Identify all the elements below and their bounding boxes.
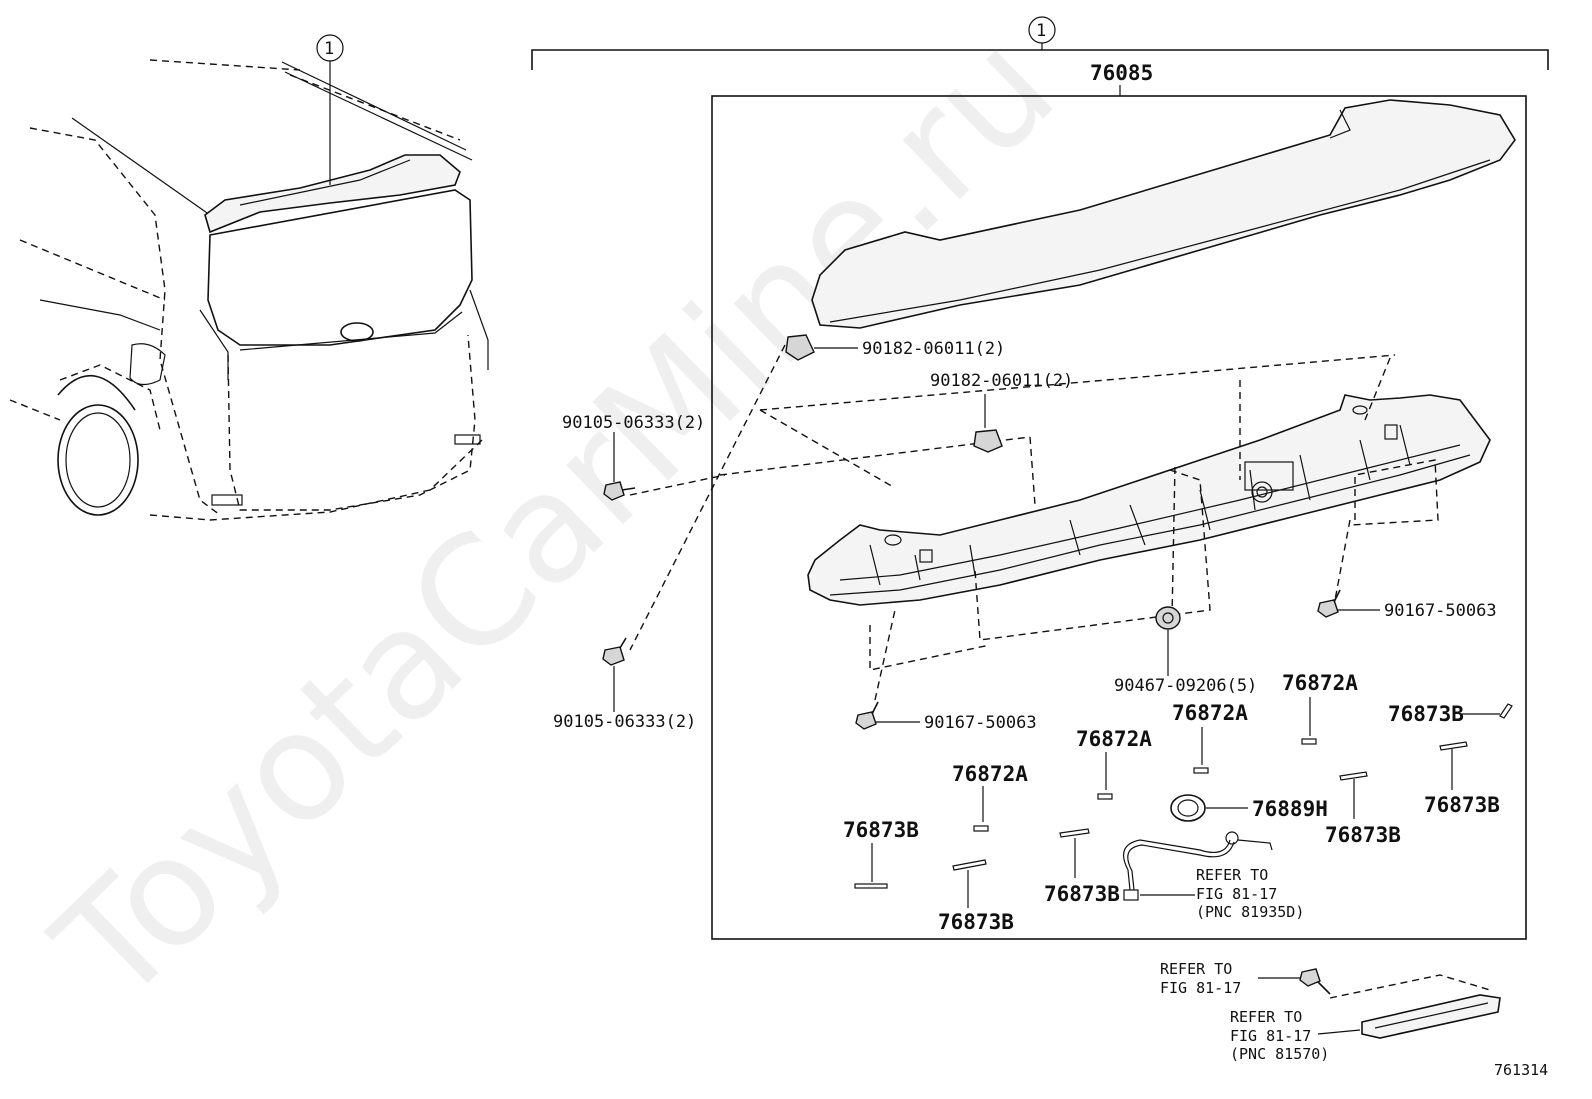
label-screw-left-top: 90105-06333(2) [562, 413, 705, 433]
ref-wire-line2: FIG 81-17 [1196, 885, 1277, 903]
ring-part [1170, 794, 1206, 822]
bolt-external [1299, 968, 1331, 995]
ref-lamp-line1: REFER TO [1230, 1008, 1302, 1026]
stop-lamp-part [1329, 974, 1501, 1039]
label-tape-a4: 76872A [1282, 671, 1358, 695]
assembly-header: 1 76085 [531, 16, 1549, 96]
label-tape-b6: 76873B [1388, 702, 1464, 726]
wire-harness [1122, 831, 1273, 901]
screw-left-bottom [602, 637, 627, 666]
label-tape-a2: 76872A [1076, 727, 1152, 751]
screw-left-top [603, 481, 636, 501]
assembly-number: 76085 [1090, 61, 1153, 85]
label-clip-upper-left: 90182-06011(2) [862, 339, 1005, 359]
ref-wire-line3: (PNC 81935D) [1196, 903, 1304, 921]
ref-lamp-line2: FIG 81-17 [1230, 1027, 1311, 1045]
ref-bolt-line2: FIG 81-17 [1160, 979, 1241, 997]
label-clip-upper-mid: 90182-06011(2) [930, 371, 1073, 391]
label-tape-b4: 76873B [1325, 823, 1401, 847]
label-grommet: 90467-09206(5) [1114, 676, 1257, 696]
ref-wire-line1: REFER TO [1196, 866, 1268, 884]
ref-bolt-line1: REFER TO [1160, 960, 1232, 978]
label-ring: 76889H [1252, 797, 1328, 821]
clip-part-2 [973, 429, 1003, 453]
label-tape-b1: 76873B [843, 818, 919, 842]
ref-lamp-line3: (PNC 81570) [1230, 1045, 1329, 1063]
label-tape-b5: 76873B [1424, 793, 1500, 817]
spoiler-base [807, 394, 1491, 606]
label-screw-left-bottom: 90105-06333(2) [553, 712, 696, 732]
grommet-part [1155, 606, 1181, 630]
leader-lines [629, 344, 1439, 701]
label-tape-a3: 76872A [1172, 701, 1248, 725]
clip-part-1 [785, 334, 815, 361]
label-tape-b3: 76873B [1044, 882, 1120, 906]
assembly-callout-marker: 1 [1036, 21, 1046, 41]
label-screw-bottom: 90167-50063 [924, 713, 1037, 733]
assembly-box [711, 95, 1527, 940]
label-tape-b2: 76873B [938, 910, 1014, 934]
spoiler-cover [811, 99, 1516, 329]
screw-right [1317, 589, 1341, 618]
label-screw-right: 90167-50063 [1384, 601, 1497, 621]
screw-bottom [855, 701, 879, 730]
figure-number: 761314 [1494, 1061, 1548, 1079]
label-tape-a1: 76872A [952, 762, 1028, 786]
vehicle-callout-marker: 1 [324, 39, 334, 59]
vehicle-rear-illustration: 1 [9, 34, 489, 521]
watermark: ToyotaCarMine.ru [23, 0, 1087, 1036]
